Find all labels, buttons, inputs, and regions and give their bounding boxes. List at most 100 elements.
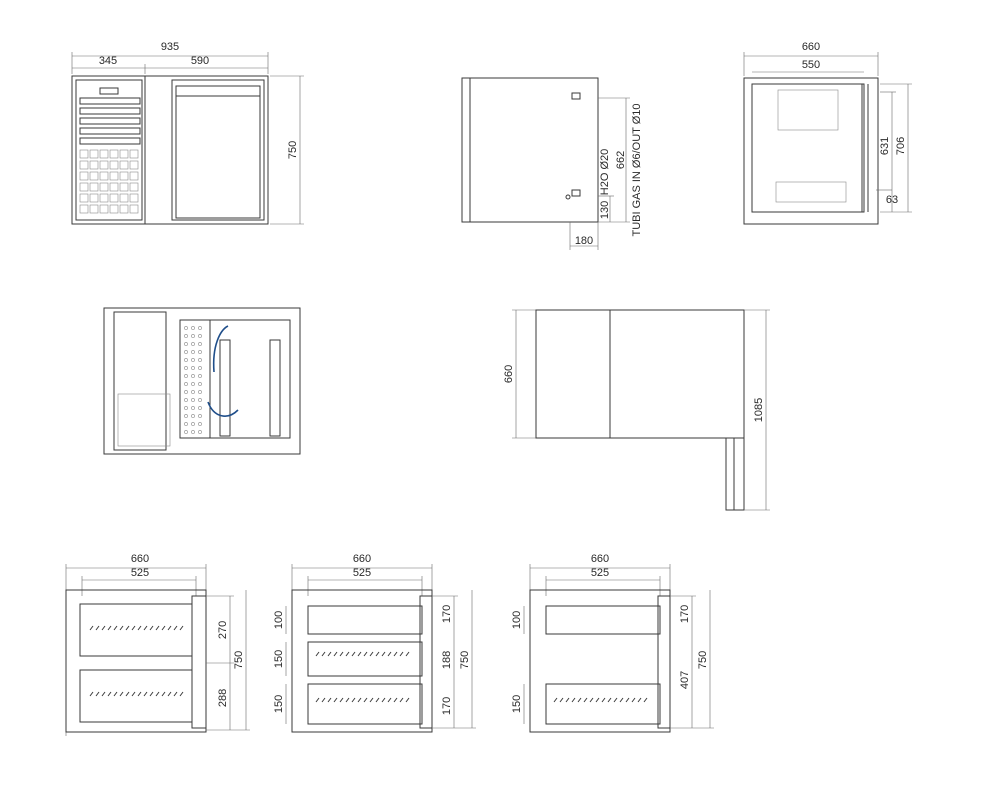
grid-cell bbox=[129, 171, 139, 181]
perforation-dot bbox=[191, 358, 195, 362]
perforation-dot bbox=[198, 366, 202, 370]
grid-cell bbox=[119, 204, 129, 214]
perforation-dot bbox=[191, 366, 195, 370]
section-height-inner: 631 bbox=[879, 137, 891, 155]
grid-cell bbox=[129, 149, 139, 159]
grid-cell bbox=[109, 171, 119, 181]
front-width-total: 935 bbox=[161, 41, 179, 53]
grid-cell bbox=[109, 204, 119, 214]
grid-cell bbox=[99, 149, 109, 159]
perforation-dot bbox=[184, 382, 188, 386]
vent-slots bbox=[553, 697, 648, 703]
grid-cell bbox=[99, 171, 109, 181]
perforation-dot bbox=[191, 414, 195, 418]
perforation-dot bbox=[191, 430, 195, 434]
grid-cell bbox=[119, 171, 129, 181]
grid-cell bbox=[89, 171, 99, 181]
front-width-right: 590 bbox=[191, 55, 209, 67]
variant-b-width-inner: 525 bbox=[353, 567, 371, 579]
perforation-dot bbox=[198, 374, 202, 378]
grid-cell bbox=[79, 171, 89, 181]
grid-cell bbox=[79, 160, 89, 170]
variant-b-right-mid: 188 bbox=[441, 651, 453, 669]
vent-pattern bbox=[315, 651, 410, 703]
variant-b-height-total: 750 bbox=[459, 651, 471, 669]
variant-c-width-outer: 660 bbox=[591, 553, 609, 565]
variant-a-height-total: 750 bbox=[233, 651, 245, 669]
perforation-dot bbox=[184, 422, 188, 426]
perforation-dot bbox=[198, 390, 202, 394]
variant-c-left-bottom: 150 bbox=[511, 695, 523, 713]
vent-pattern bbox=[89, 625, 184, 697]
side-height: 662 bbox=[615, 151, 627, 169]
grid-cell bbox=[79, 149, 89, 159]
perforation-dot bbox=[191, 334, 195, 338]
perforation-dot bbox=[184, 350, 188, 354]
variant-c-left-top: 100 bbox=[511, 611, 523, 629]
variant-c-height-total: 750 bbox=[697, 651, 709, 669]
perforation-dot bbox=[198, 382, 202, 386]
perforation-dot bbox=[198, 358, 202, 362]
variant-b-width-outer: 660 bbox=[353, 553, 371, 565]
perforation-dot bbox=[184, 374, 188, 378]
grid-cell bbox=[89, 182, 99, 192]
variant-c-right-bottom: 407 bbox=[679, 671, 691, 689]
variant-c-width-inner: 525 bbox=[591, 567, 609, 579]
water-connection-label: H2O Ø20 bbox=[599, 149, 611, 195]
vent-pattern bbox=[553, 697, 648, 703]
grid-cell bbox=[89, 193, 99, 203]
top-depth: 660 bbox=[503, 365, 515, 383]
side-offset-bottom: 130 bbox=[599, 201, 611, 219]
grid-cell bbox=[99, 204, 109, 214]
variant-b-left-top: 100 bbox=[273, 611, 285, 629]
variant-a: 660 525 270 288 750 bbox=[65, 553, 250, 736]
grid-cell bbox=[119, 160, 129, 170]
perforation-dot bbox=[198, 350, 202, 354]
grid-cell bbox=[109, 160, 119, 170]
vent-slots bbox=[89, 625, 184, 631]
perforation-dot bbox=[191, 342, 195, 346]
side-view: 662 130 180 H2O Ø20 TUBI GAS IN Ø6/OUT Ø… bbox=[461, 77, 643, 250]
front-height: 750 bbox=[287, 141, 299, 159]
perforation-dot bbox=[191, 350, 195, 354]
grid-cell bbox=[79, 182, 89, 192]
grid-cell bbox=[119, 182, 129, 192]
perforation-dot bbox=[198, 422, 202, 426]
top-view: 660 1085 bbox=[503, 309, 770, 511]
grid-cell bbox=[89, 204, 99, 214]
grid-cell bbox=[119, 149, 129, 159]
variant-b-left-bottom: 150 bbox=[273, 695, 285, 713]
perforation-dot bbox=[184, 406, 188, 410]
variant-c-right-top: 170 bbox=[679, 605, 691, 623]
grid-cell bbox=[89, 149, 99, 159]
section-width-inner: 550 bbox=[802, 59, 820, 71]
variant-a-height-top: 270 bbox=[217, 621, 229, 639]
side-offset-side: 180 bbox=[575, 235, 593, 247]
perforation-dot bbox=[191, 326, 195, 330]
perforation-dot bbox=[184, 342, 188, 346]
perforation-dot bbox=[191, 374, 195, 378]
perforated-panel bbox=[184, 326, 202, 434]
grid-cell bbox=[129, 182, 139, 192]
perforation-dot bbox=[184, 398, 188, 402]
grid-cell bbox=[129, 204, 139, 214]
airflow-arrow-top bbox=[212, 325, 229, 373]
section-foot: 63 bbox=[886, 194, 898, 206]
grid-cell bbox=[99, 160, 109, 170]
section-height-outer: 706 bbox=[895, 137, 907, 155]
variant-b-right-top: 170 bbox=[441, 605, 453, 623]
grid-cell bbox=[99, 193, 109, 203]
perforation-dot bbox=[184, 430, 188, 434]
front-view: 935 345 590 750 bbox=[71, 41, 304, 225]
top-length: 1085 bbox=[753, 398, 765, 422]
perforation-dot bbox=[191, 406, 195, 410]
perforation-dot bbox=[198, 342, 202, 346]
perforation-dot bbox=[198, 430, 202, 434]
perforation-dot bbox=[184, 366, 188, 370]
airflow-arrow-bottom bbox=[207, 401, 239, 417]
perforation-dot bbox=[198, 326, 202, 330]
grid-cell bbox=[79, 193, 89, 203]
perforation-dot bbox=[191, 382, 195, 386]
vent-slots bbox=[315, 697, 410, 703]
